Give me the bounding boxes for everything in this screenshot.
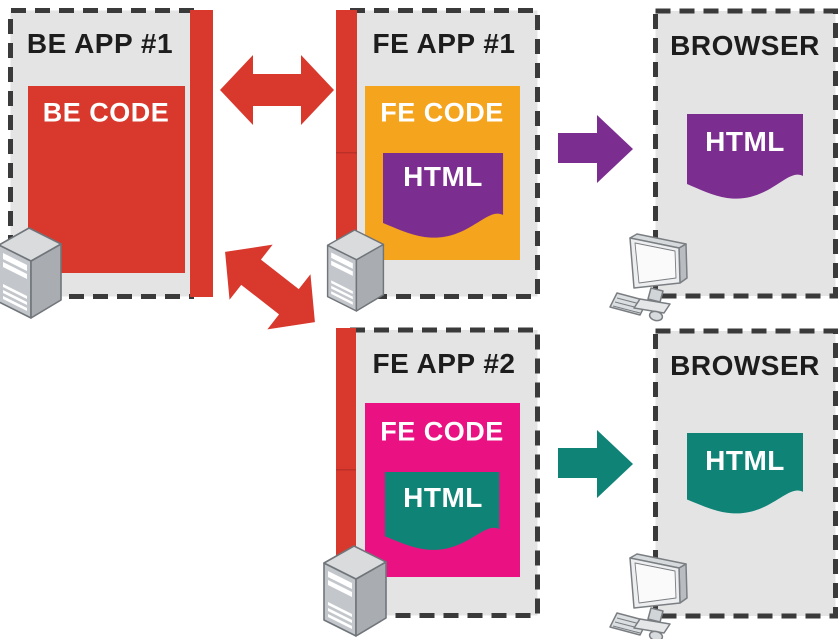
bar-seam: [336, 152, 357, 154]
panel-title-browser-1: BROWSER: [670, 30, 820, 61]
desktop-monitor-icon: [609, 233, 688, 323]
right-arrow-icon-fe1-browser: [558, 115, 633, 183]
right-arrow-icon-fe2-browser: [558, 430, 633, 498]
server-tower-icon: [0, 227, 62, 319]
server-tower-icon: [326, 229, 385, 312]
desktop-monitor-icon: [609, 553, 688, 639]
html-doc-label-fe-app-1: HTML: [403, 161, 483, 192]
panel-title-be-app-1: BE APP #1: [26, 28, 174, 59]
fe-app-1-interface-bar: [336, 10, 357, 297]
bar-seam: [336, 469, 356, 471]
html-doc-label-browser-2: HTML: [705, 445, 785, 476]
double-headed-arrow-icon-be-fe1: [220, 55, 334, 125]
panel-title-browser-2: BROWSER: [670, 350, 820, 381]
fe-code-label-1: FE CODE: [380, 97, 504, 128]
double-headed-arrow-icon-be-fe2: [203, 224, 337, 350]
be-code-label: BE CODE: [42, 97, 170, 128]
fe-code-label-2: FE CODE: [380, 416, 504, 447]
panel-title-fe-app-1: FE APP #1: [372, 28, 516, 59]
html-doc-label-browser-1: HTML: [705, 126, 785, 157]
panel-title-fe-app-2: FE APP #2: [372, 348, 516, 379]
server-tower-icon: [323, 545, 387, 637]
html-doc-label-fe-app-2: HTML: [403, 482, 483, 513]
fe-app-2-interface-bar: [336, 328, 356, 615]
be-app-1-interface-bar: [190, 10, 213, 297]
